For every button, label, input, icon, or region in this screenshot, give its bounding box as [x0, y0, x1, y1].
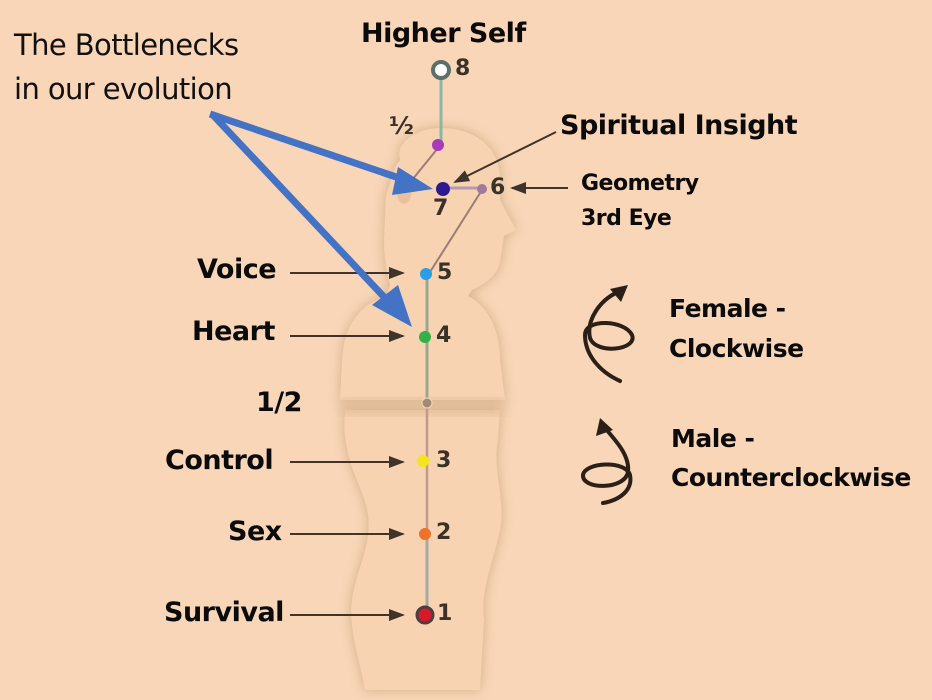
- legend-female-line-2: Clockwise: [669, 334, 804, 363]
- chakra-number-8: 8: [455, 56, 471, 81]
- label-voice: Voice: [197, 254, 277, 285]
- counterclockwise-spiral-icon: [581, 418, 633, 505]
- chakra-dot-2: [419, 528, 431, 540]
- chakra-number-1: 1: [437, 601, 453, 626]
- chakra-number-7: 7: [433, 196, 449, 221]
- label-geometry: Geometry: [581, 171, 699, 196]
- clockwise-spiral-icon: [582, 285, 635, 383]
- chakra-dot-6: [477, 184, 487, 194]
- label-pointers: [290, 131, 568, 621]
- chakra-dot-8: [431, 60, 451, 80]
- label-higher-self: Higher Self: [361, 18, 526, 49]
- chakra-dot-half-lower: [421, 397, 433, 409]
- chakra-number-half-upper: ½: [389, 112, 414, 140]
- chakra-number-6: 6: [490, 175, 506, 200]
- arrow-to-7: [208, 110, 407, 184]
- label-third-eye: 3rd Eye: [581, 206, 672, 231]
- chakra-number-5: 5: [437, 260, 453, 285]
- legend-female-line-1: Female -: [669, 294, 786, 323]
- label-heart: Heart: [192, 316, 275, 347]
- arrow-head-4: [372, 285, 412, 327]
- label-sex: Sex: [228, 516, 282, 547]
- chakra-dot-5: [420, 268, 432, 280]
- legend-male-line-1: Male -: [671, 424, 755, 453]
- chakra-number-3: 3: [436, 448, 452, 473]
- title-line-2: in our evolution: [14, 72, 233, 106]
- title-line-1: The Bottlenecks: [14, 28, 239, 62]
- chakra-dot-4: [419, 331, 431, 343]
- body-silhouette: [340, 128, 516, 690]
- label-spiritual-insight: Spiritual Insight: [560, 110, 798, 141]
- bottleneck-arrows: [208, 110, 433, 327]
- chakra-dot-3: [417, 455, 429, 467]
- chakra-dot-half-upper: [432, 139, 444, 151]
- label-half-lower: 1/2: [256, 387, 302, 418]
- pointer-spiritual-insight: [453, 131, 557, 183]
- chakra-number-2: 2: [436, 520, 452, 545]
- chakra-points: [397, 60, 487, 625]
- label-survival: Survival: [164, 597, 284, 628]
- chakra-dot-1: [415, 605, 435, 625]
- legend-male-line-2: Counterclockwise: [671, 463, 911, 492]
- arrow-to-4: [209, 111, 388, 301]
- arrow-head-7: [392, 167, 433, 195]
- chakra-dot-7: [436, 182, 450, 196]
- energy-channel: [411, 78, 483, 612]
- chakra-number-4: 4: [436, 323, 452, 348]
- label-control: Control: [165, 445, 274, 476]
